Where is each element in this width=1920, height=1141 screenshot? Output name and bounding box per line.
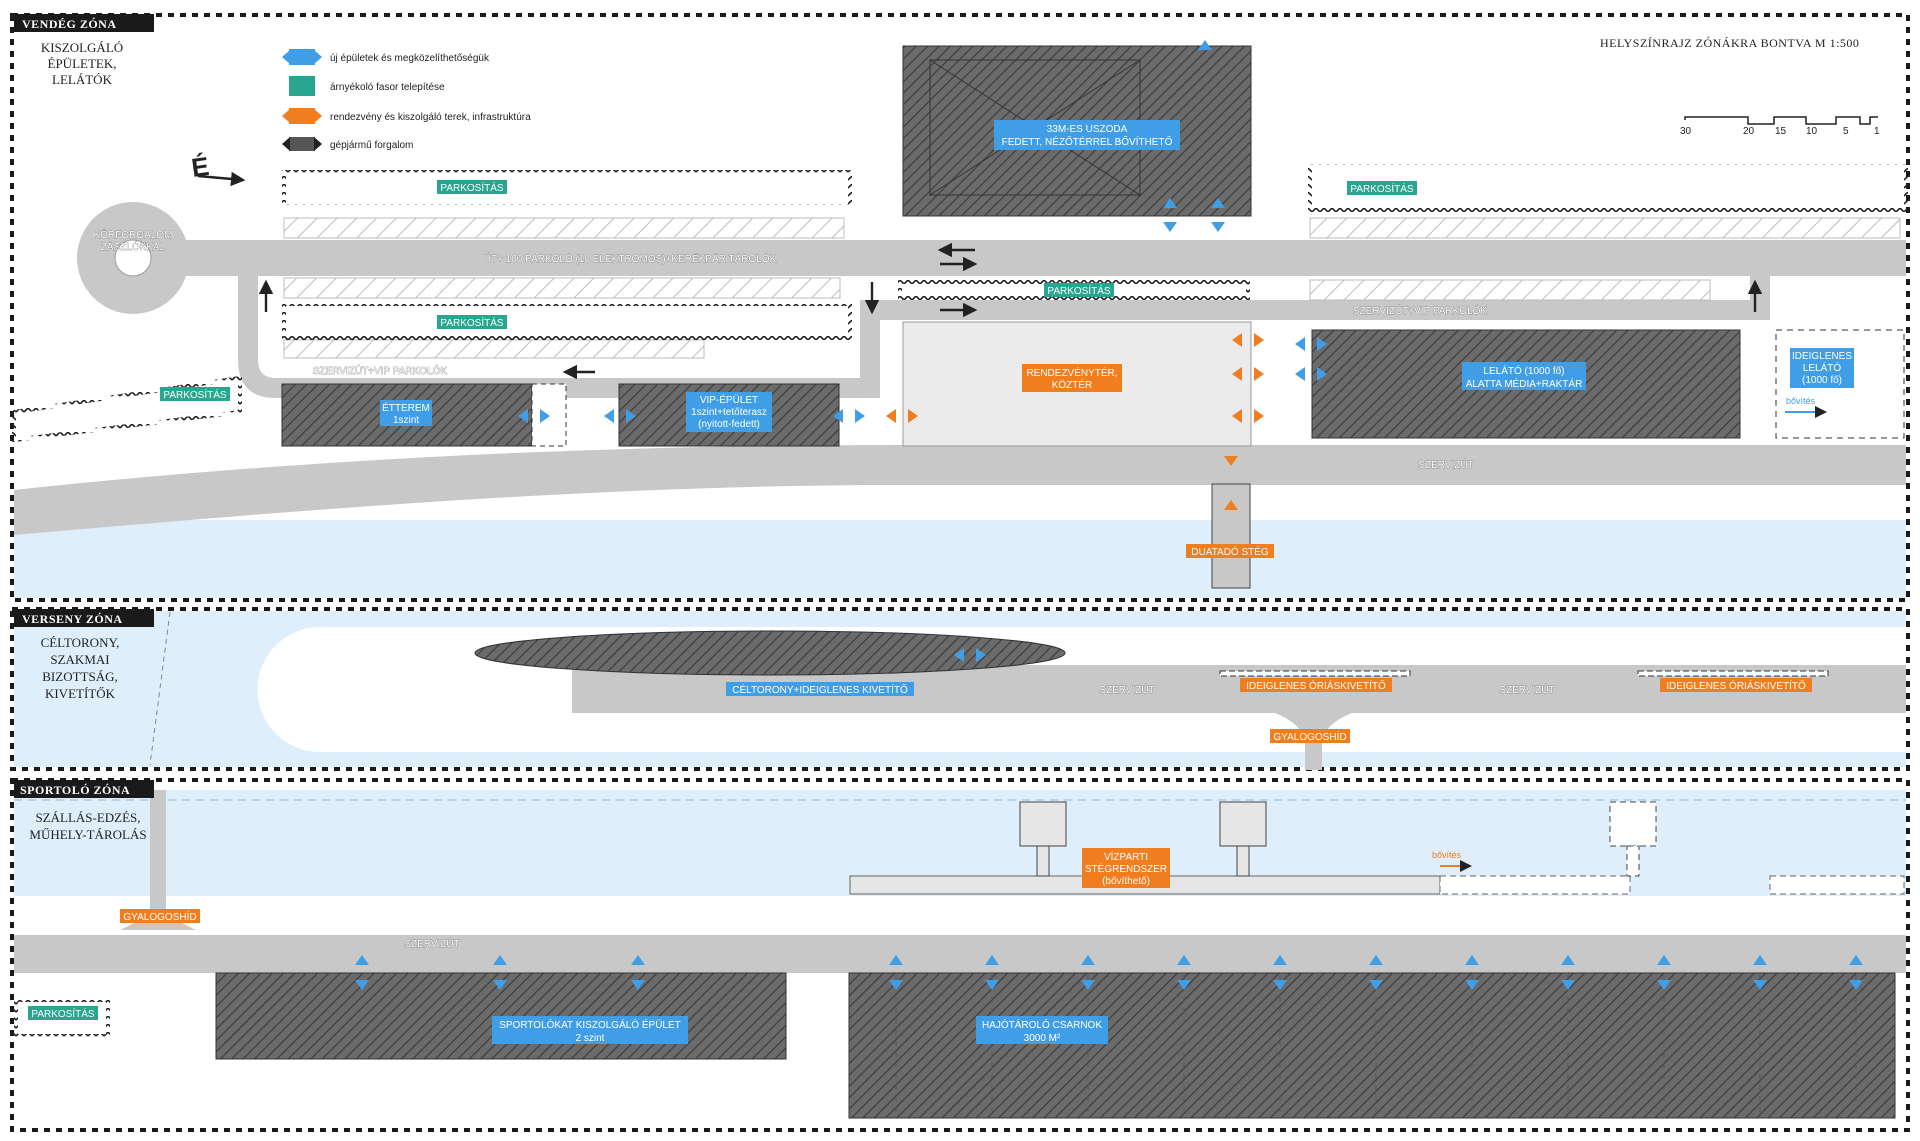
finish-tower-building bbox=[474, 630, 1066, 676]
zone-desc-sportolo-1: MŰHELY-TÁROLÁS bbox=[29, 827, 146, 842]
zone-title-verseny: VERSENY ZÓNA bbox=[22, 612, 123, 626]
scale-label-0: 30 bbox=[1680, 126, 1692, 137]
orange-arrow-icon bbox=[282, 108, 322, 124]
pier-label: DUATADÓ STÉG bbox=[1191, 545, 1269, 558]
plan-title: HELYSZÍNRAJZ ZÓNÁKRA BONTVA M 1:500 bbox=[1600, 36, 1859, 50]
grandstand-label-0: LELÁTÓ (1000 fő) bbox=[1483, 364, 1564, 377]
zone-desc-sportolo-0: SZÁLLÁS-EDZÉS, bbox=[35, 810, 140, 825]
scale-label-5: 1 bbox=[1874, 126, 1880, 137]
verseny-service-label-1: SZERVIZÚT bbox=[1099, 683, 1154, 696]
north-arrow-label: É bbox=[190, 151, 211, 183]
zone-desc-verseny-2: BIZOTTSÁG, bbox=[42, 669, 117, 684]
legend: új épületek és megközelíthetőségük árnyé… bbox=[282, 49, 531, 151]
pier bbox=[1211, 483, 1251, 589]
boat-hall-label-1: 3000 M² bbox=[1024, 1033, 1061, 1044]
zone-desc-verseny-3: KIVETÍTŐK bbox=[45, 686, 116, 701]
park-label-2: PARKOSÍTÁS bbox=[1350, 182, 1413, 195]
main-road-label: ÚT+ 100 PARKOLÓ (10 ELEKTROMOS)+KERÉKPÁR… bbox=[484, 252, 777, 265]
boat-hall-label-0: HAJÓTÁROLÓ CSARNOK bbox=[982, 1018, 1102, 1031]
zone-title-sportolo: SPORTOLÓ ZÓNA bbox=[20, 783, 130, 797]
vip-label-2: (nyitott-fedett) bbox=[698, 419, 760, 430]
event-square-label-1: KÖZTÉR bbox=[1052, 378, 1093, 391]
zone-title-vendeg: VENDÉG ZÓNA bbox=[22, 17, 117, 31]
zone-desc-vendeg-2: LELÁTÓK bbox=[52, 72, 113, 87]
expansion-label-2: bővítés bbox=[1432, 850, 1462, 860]
boat-storage-hall bbox=[848, 972, 1896, 1119]
verseny-zone bbox=[14, 611, 1907, 770]
scale-bar bbox=[1684, 116, 1878, 125]
giant-screen-label-2: IDEIGLENES ÓRIÁSKIVETÍTŐ bbox=[1666, 678, 1806, 692]
waterfront-dock-label-0: VÍZPARTI bbox=[1104, 850, 1148, 863]
main-road bbox=[130, 240, 1906, 276]
legend-label-1: árnyékoló fasor telepítése bbox=[330, 82, 445, 93]
legend-label-3: gépjármű forgalom bbox=[330, 140, 413, 151]
teal-square-icon bbox=[289, 76, 315, 96]
vip-road-label-right: SZERVIZÚT+VIP PARKOLÓK bbox=[1353, 304, 1488, 317]
giant-screen-label-1: IDEIGLENES ÓRIÁSKIVETÍTŐ bbox=[1246, 678, 1386, 692]
restaurant-label-0: ÉTTEREM bbox=[382, 401, 430, 414]
park-labels: PARKOSÍTÁS PARKOSÍTÁS PARKOSÍTÁS PARKOSÍ… bbox=[28, 180, 1417, 1020]
zone-desc-verseny-1: SZAKMAI bbox=[50, 652, 109, 667]
vip-road-label-left: SZERVIZÚT+VIP PARKOLÓK bbox=[313, 364, 448, 377]
sportolo-service-label: SZERVIZÚT bbox=[404, 937, 459, 950]
footbridge-label-1: GYALOGOSHÍD bbox=[1273, 730, 1346, 743]
zone-frames bbox=[10, 13, 1910, 1132]
scale-label-4: 5 bbox=[1843, 126, 1849, 137]
expansion-label-1: bővítés bbox=[1786, 396, 1816, 406]
pool-label-0: 33M-ES USZODA bbox=[1047, 124, 1128, 135]
temp-grandstand-label-0: IDEIGLENES bbox=[1792, 351, 1852, 362]
zone-desc-vendeg-1: ÉPÜLETEK, bbox=[48, 56, 117, 71]
black-arrow-icon bbox=[282, 137, 322, 151]
park-label-4: PARKOSÍTÁS bbox=[440, 316, 503, 329]
athletes-building-label-0: SPORTOLÓKAT KISZOLGÁLÓ ÉPÜLET bbox=[499, 1018, 681, 1031]
scale-label-3: 10 bbox=[1806, 126, 1818, 137]
grandstand-label-1: ALATTA MÉDIA+RAKTÁR bbox=[1466, 377, 1583, 390]
waterfront-dock-label-1: STÉGRENDSZER bbox=[1085, 862, 1167, 875]
park-label-5: PARKOSÍTÁS bbox=[163, 388, 226, 401]
pool-label-1: FEDETT, NÉZŐTÉRREL BŐVÍTHETŐ bbox=[1002, 134, 1173, 148]
footbridge-label-2: GYALOGOSHÍD bbox=[123, 910, 196, 923]
sportolo-service-road bbox=[14, 935, 1906, 973]
service-road bbox=[14, 445, 1906, 535]
legend-label-2: rendezvény és kiszolgáló terek, infrastr… bbox=[330, 112, 531, 123]
vip-loop-road bbox=[238, 276, 1770, 398]
service-road-label: SZERVIZÚT bbox=[1418, 458, 1473, 471]
waterfront-dock-label-2: (bővíthető) bbox=[1102, 876, 1150, 887]
park-label-6: PARKOSÍTÁS bbox=[31, 1007, 94, 1020]
vip-label-1: 1szint+tetőterasz bbox=[691, 407, 767, 418]
scale-label-1: 20 bbox=[1743, 126, 1755, 137]
temp-grandstand-label-1: LELÁTÓ bbox=[1803, 361, 1842, 374]
park-label-3: PARKOSÍTÁS bbox=[1047, 284, 1110, 297]
event-square-label-0: RENDEZVÉNYTÉR, bbox=[1026, 366, 1117, 379]
swimming-pool-building bbox=[902, 45, 1252, 217]
temp-grandstand-label-2: (1000 fő) bbox=[1802, 375, 1842, 386]
zone-desc-vendeg-0: KISZOLGÁLÓ bbox=[41, 40, 123, 55]
legend-label-0: új épületek és megközelíthetőségük bbox=[330, 53, 490, 64]
park-label-1: PARKOSÍTÁS bbox=[440, 181, 503, 194]
blue-arrow-icon bbox=[282, 49, 322, 65]
roundabout-label-1: ZÁSZLÓKKAL bbox=[101, 240, 166, 253]
restaurant-label-1: 1szint bbox=[393, 415, 419, 426]
sportolo-zone bbox=[14, 790, 1906, 1119]
verseny-service-label-2: SZERVIZÚT bbox=[1499, 683, 1554, 696]
athletes-building-label-1: 2 szint bbox=[576, 1033, 605, 1044]
vip-label-0: VIP-ÉPÜLET bbox=[700, 393, 758, 406]
scale-label-2: 15 bbox=[1775, 126, 1787, 137]
river-water bbox=[14, 520, 1906, 598]
roundabout-label-0: KÖRFORGALOM bbox=[94, 229, 173, 241]
vendeg-zone bbox=[12, 40, 1908, 598]
finish-tower-label: CÉLTORONY+IDEIGLENES KIVETÍTŐ bbox=[732, 682, 908, 696]
zone-desc-verseny-0: CÉLTORONY, bbox=[41, 635, 120, 650]
